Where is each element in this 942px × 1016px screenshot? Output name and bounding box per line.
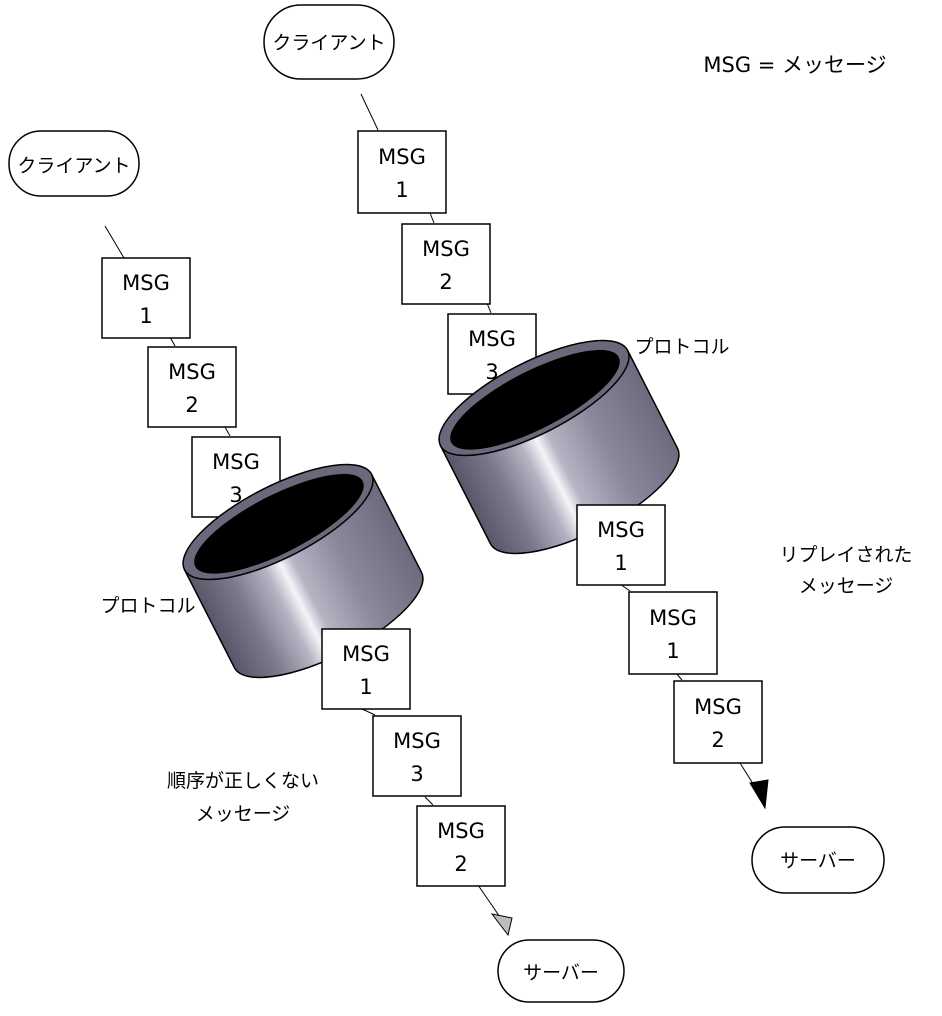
message-number: 1 — [359, 675, 372, 699]
message-label: MSG — [468, 327, 516, 351]
connector-line — [104, 225, 125, 259]
connector-line — [477, 884, 503, 921]
note-line-2: メッセージ — [799, 575, 894, 597]
message-number: 3 — [229, 483, 242, 507]
client-label: クライアント — [17, 155, 130, 177]
message-box: MSG 1 — [321, 628, 411, 710]
message-label: MSG — [422, 237, 470, 261]
protocol-cylinder — [438, 339, 680, 555]
connector-line — [360, 93, 379, 131]
right-scenario: クライアント MSG 1 MSG 2 MSG 3 プロトコル MSG — [263, 4, 913, 894]
message-box: MSG 1 — [101, 257, 191, 339]
message-number: 1 — [614, 551, 627, 575]
message-label: MSG — [212, 450, 260, 474]
left-scenario: クライアント MSG 1 MSG 2 MSG 3 プロトコル MSG — [8, 130, 625, 1003]
connector-line — [424, 796, 434, 806]
protocol-label: プロトコル — [634, 336, 729, 358]
message-number: 2 — [185, 393, 198, 417]
message-number: 3 — [410, 762, 423, 786]
message-label: MSG — [597, 518, 645, 542]
message-number: 1 — [666, 639, 679, 663]
message-number: 1 — [139, 304, 152, 328]
message-number: 2 — [454, 852, 467, 876]
message-box: MSG 1 — [357, 130, 447, 214]
message-box: MSG 3 — [372, 715, 462, 797]
client-label: クライアント — [272, 32, 385, 54]
arrowhead-icon — [490, 913, 513, 937]
message-number: 2 — [439, 270, 452, 294]
message-label: MSG — [122, 271, 170, 295]
message-box: MSG 1 — [628, 591, 718, 675]
message-label: MSG — [649, 606, 697, 630]
note-line-2: メッセージ — [196, 803, 291, 825]
server-node: サーバー — [497, 939, 625, 1003]
message-number: 1 — [395, 178, 408, 202]
connector-line — [429, 212, 435, 224]
connector-line — [224, 426, 231, 437]
message-label: MSG — [393, 729, 441, 753]
server-label: サーバー — [780, 850, 856, 872]
message-label: MSG — [168, 360, 216, 384]
message-label: MSG — [437, 819, 485, 843]
message-label: MSG — [378, 145, 426, 169]
message-box: MSG 2 — [147, 346, 237, 428]
legend: MSG = メッセージ — [703, 53, 886, 77]
server-label: サーバー — [523, 962, 599, 984]
client-node: クライアント — [8, 130, 140, 197]
note-line-1: リプレイされた — [779, 544, 912, 566]
message-box: MSG 2 — [673, 680, 763, 764]
message-box: MSG 2 — [401, 223, 491, 305]
message-label: MSG — [694, 695, 742, 719]
server-node: サーバー — [751, 826, 885, 894]
message-box: MSG 2 — [416, 805, 506, 887]
protocol-label: プロトコル — [100, 595, 195, 617]
client-node: クライアント — [263, 4, 395, 80]
note-line-1: 順序が正しくない — [167, 770, 319, 792]
message-label: MSG — [342, 642, 390, 666]
message-box: MSG 1 — [576, 504, 666, 586]
message-number: 2 — [711, 728, 724, 752]
arrowhead-icon — [749, 779, 769, 810]
